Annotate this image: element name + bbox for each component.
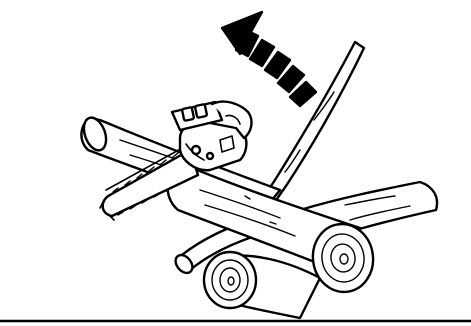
chainsaw-bar [99, 145, 200, 221]
bottom-log [202, 250, 322, 320]
chainsaw-body [170, 100, 253, 172]
curved-motion-arrow-icon [220, 10, 318, 108]
main-log [166, 163, 375, 294]
